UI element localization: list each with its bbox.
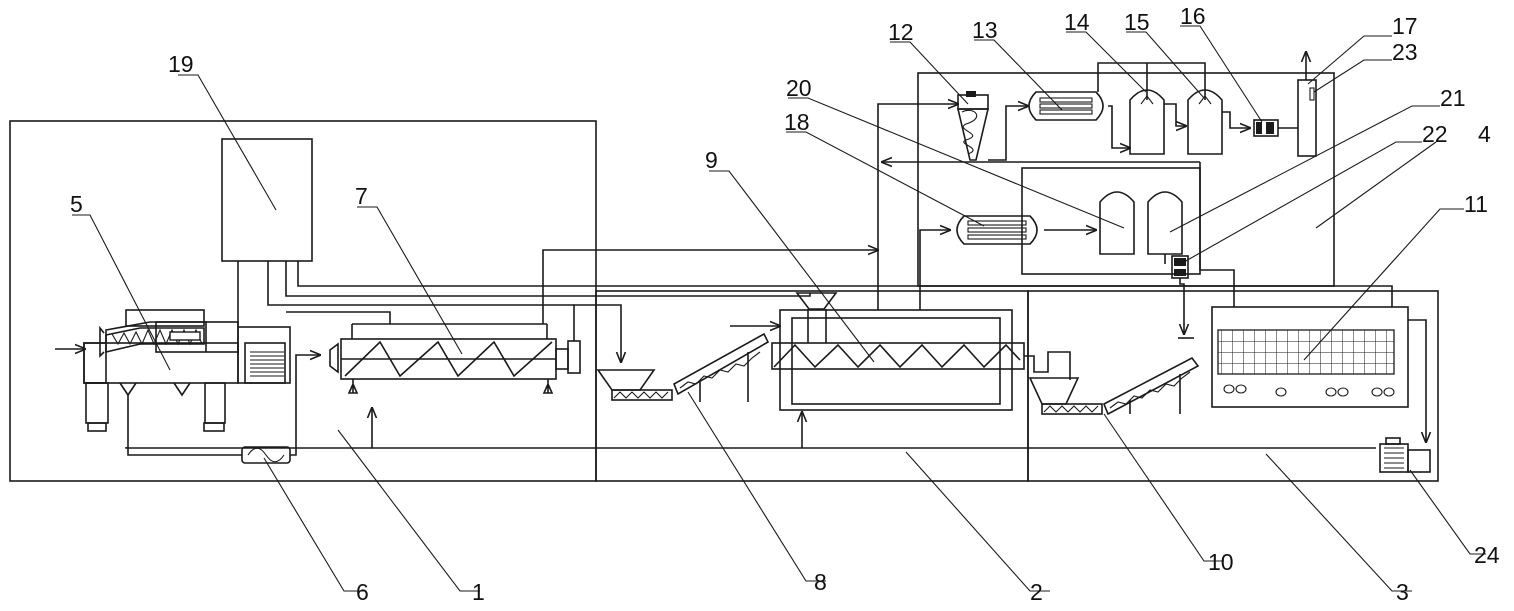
screw-conveyor-7	[329, 304, 621, 394]
grid-tank-11	[1211, 306, 1426, 442]
zone-1-frame	[9, 120, 597, 482]
feeder-10	[1028, 356, 1200, 416]
label-1: 1	[472, 579, 485, 605]
label-8: 8	[814, 569, 827, 595]
exchanger-18	[930, 215, 1096, 245]
feeder-8	[596, 332, 770, 402]
label-18: 18	[784, 109, 810, 135]
tanks-14-15	[1097, 62, 1250, 155]
label-12: 12	[888, 19, 914, 45]
cyclone-12	[930, 91, 1028, 161]
stack-17	[1297, 52, 1317, 157]
label-4: 4	[1478, 121, 1491, 147]
label-22: 22	[1422, 121, 1448, 147]
label-5: 5	[70, 191, 83, 217]
tanks-20-21	[1099, 191, 1183, 255]
label-21: 21	[1440, 85, 1466, 111]
label-19: 19	[168, 51, 194, 77]
inner-unit-frame	[1021, 167, 1201, 275]
label-6: 6	[356, 579, 369, 605]
label-7: 7	[355, 183, 368, 209]
zone-2-frame	[595, 290, 1029, 482]
piping	[125, 103, 1393, 449]
label-24: 24	[1474, 542, 1500, 568]
label-2: 2	[1030, 579, 1043, 605]
pump-22	[1164, 254, 1194, 339]
leader-lines	[72, 25, 1486, 592]
condenser-13	[1028, 91, 1130, 148]
sludge-pump	[127, 355, 320, 464]
numerals: 19 5 7 9 12 13 14 15 16 17 23 20 18 21 2…	[70, 3, 1500, 605]
label-3: 3	[1396, 579, 1409, 605]
control-cabinet	[221, 138, 313, 262]
dryer-9	[730, 292, 1071, 411]
label-17: 17	[1392, 13, 1418, 39]
label-20: 20	[786, 75, 812, 101]
pump-24	[1379, 437, 1431, 473]
label-16: 16	[1180, 3, 1206, 29]
zone-3-frame	[1027, 290, 1439, 482]
zone-frames	[9, 72, 1439, 482]
label-14: 14	[1064, 9, 1090, 35]
label-10: 10	[1208, 549, 1234, 575]
label-11: 11	[1464, 191, 1488, 217]
fan-16	[1253, 119, 1298, 137]
centrifuge	[55, 309, 291, 432]
label-15: 15	[1124, 9, 1150, 35]
label-13: 13	[972, 17, 998, 43]
label-9: 9	[705, 147, 718, 173]
label-23: 23	[1392, 39, 1418, 65]
